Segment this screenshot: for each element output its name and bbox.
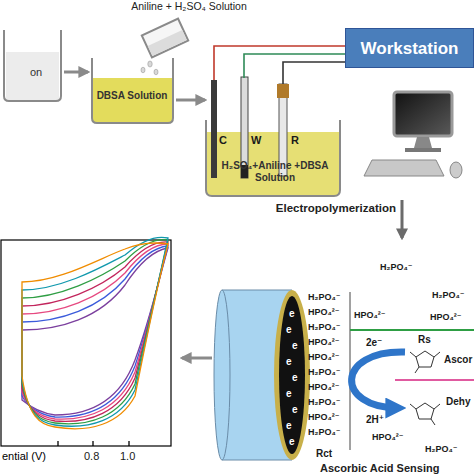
edge-label: Electropolymerization	[250, 202, 396, 215]
pouring-beaker: Aniline + H₂SO₄ Solution	[118, 0, 260, 48]
process-arrow	[64, 71, 88, 74]
annotation-label: Rs	[418, 334, 431, 346]
beaker-glass	[4, 30, 61, 101]
annotation-label: Rct	[316, 448, 332, 460]
cell-glass	[206, 120, 340, 196]
droplets	[141, 61, 158, 75]
signal-wire	[244, 54, 345, 78]
annotation-label: HPO₄²⁻	[308, 352, 340, 362]
annotation-label: H₂PO₄⁻	[308, 367, 341, 377]
node-text: Workstation	[346, 39, 473, 59]
process-arrow	[401, 200, 404, 238]
wires	[214, 46, 345, 84]
annotation-label: H₂PO₄⁻	[425, 444, 458, 454]
annotation-label: HPO₄²⁻	[308, 307, 340, 317]
sensing-electrode: Ascorbic Acid Sensing	[212, 238, 474, 474]
annotation-label: H₂PO₄⁻	[380, 262, 413, 272]
annotation-label: 0.8	[84, 450, 99, 463]
pouring-beaker-glass	[142, 19, 188, 58]
annotation-label: 2e⁻	[366, 337, 382, 349]
workstation-box: Workstation	[345, 28, 474, 68]
double-layer-lines	[350, 292, 474, 450]
node-text: H₂SO₄+Aniline +DBSA Solution	[213, 160, 337, 183]
molecule-structures	[410, 351, 440, 425]
annotation-label: 2H⁺	[366, 414, 384, 426]
node-text: Ascorbic Acid Sensing	[320, 462, 472, 474]
annotation-label: H₂PO₄⁻	[432, 290, 465, 300]
annotation-label: HPO₄²⁻	[372, 432, 404, 442]
annotation-label: 1.0	[120, 450, 135, 463]
cv-plot: ential (V)	[0, 238, 182, 468]
node-text: Aniline + H₂SO₄ Solution	[118, 0, 260, 12]
computer	[364, 92, 462, 178]
annotation-label: Ascor	[444, 354, 472, 366]
beaker: on	[0, 28, 64, 102]
annotation-label: HPO₄²⁻	[354, 310, 386, 320]
node-text: DBSA Solution	[92, 90, 172, 102]
beaker: DBSA Solution	[88, 50, 176, 126]
annotation-label: HPO₄²⁻	[308, 337, 340, 347]
node-text: ential (V)	[2, 450, 78, 463]
node-text: on	[30, 66, 62, 79]
beaker-glass	[92, 58, 173, 123]
annotation-label: H₂PO₄⁻	[308, 292, 341, 302]
annotation-label: H₂PO₄⁻	[308, 397, 341, 407]
electrode-cylinder	[214, 290, 310, 460]
process-arrow	[182, 357, 212, 360]
annotation-label: HPO₄²⁻	[308, 412, 340, 422]
annotation-label: H₂PO₄⁻	[308, 427, 341, 437]
annotation-label: HPO₄²⁻	[430, 312, 462, 322]
cv-curves	[1, 237, 171, 446]
annotation-label: H₂PO₄⁻	[308, 322, 341, 332]
annotation-label: HPO₄²⁻	[308, 382, 340, 392]
electrochemical-cell: H₂SO₄+Aniline +DBSA Solution	[205, 78, 410, 200]
process-arrow	[176, 99, 205, 102]
annotation-label: Dehy	[446, 396, 470, 408]
